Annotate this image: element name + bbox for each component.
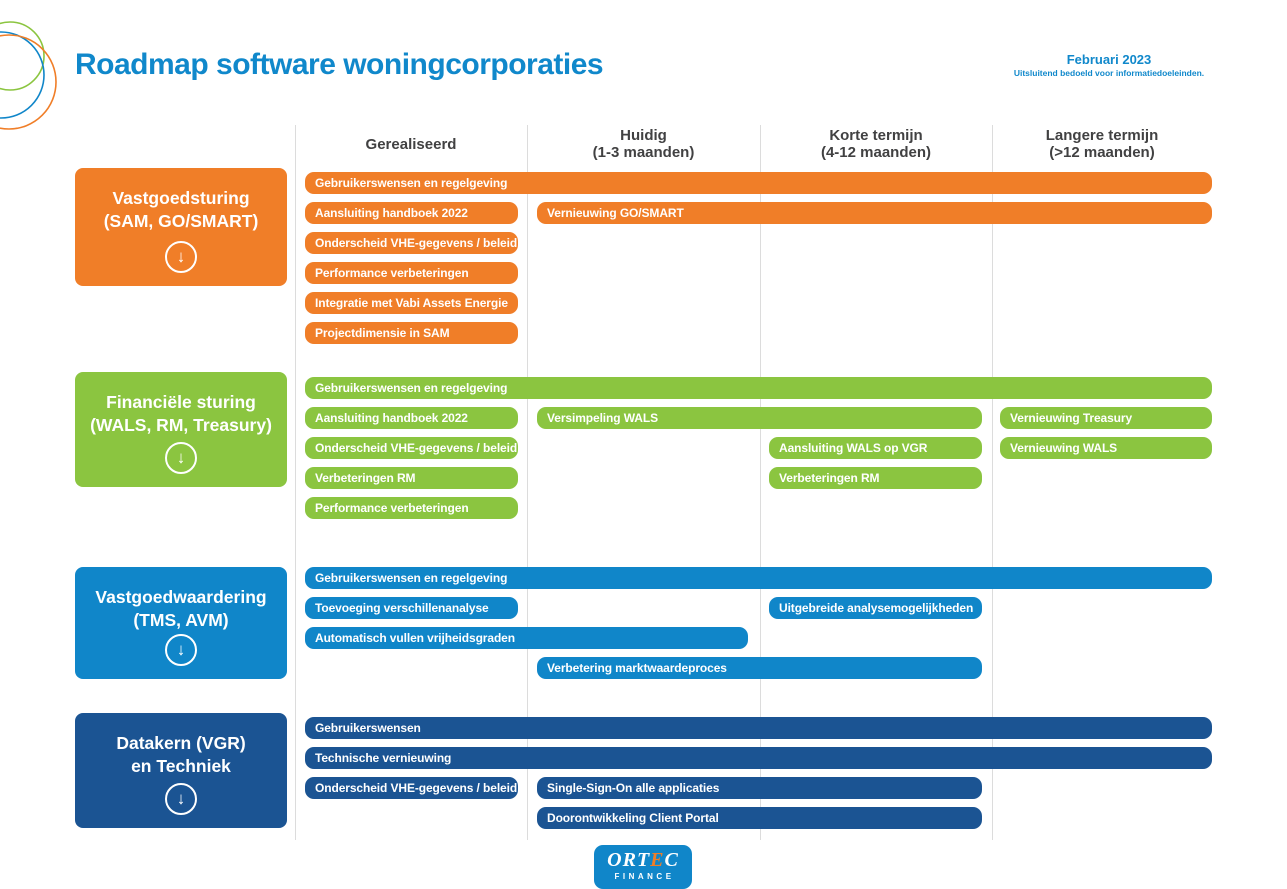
roadmap-bar: Onderscheid VHE-gegevens / beleid <box>305 437 518 459</box>
roadmap-bar: Versimpeling WALS <box>537 407 982 429</box>
category-label-line: en Techniek <box>131 756 231 776</box>
roadmap-bar: Uitgebreide analysemogelijkheden <box>769 597 982 619</box>
category-box-financiele-sturing: Financiële sturing (WALS, RM, Treasury) ↓ <box>75 372 287 487</box>
column-label: Korte termijn <box>829 127 923 144</box>
category-label-line: Datakern (VGR) <box>116 733 246 753</box>
roadmap-bar: Projectdimensie in SAM <box>305 322 518 344</box>
column-sublabel: (>12 maanden) <box>1049 144 1155 161</box>
date-block: Februari 2023 Uitsluitend bedoeld voor i… <box>1010 52 1208 78</box>
category-label-line: (SAM, GO/SMART) <box>103 211 259 231</box>
category-label: Datakern (VGR) en Techniek <box>75 732 287 778</box>
roadmap-bar: Gebruikerswensen en regelgeving <box>305 377 1212 399</box>
logo-subtitle: FINANCE <box>614 872 675 881</box>
logo-text-pre: ORT <box>607 849 651 871</box>
down-arrow-icon: ↓ <box>165 783 197 815</box>
roadmap-bar: Vernieuwing GO/SMART <box>537 202 1212 224</box>
roadmap-bar: Aansluiting handboek 2022 <box>305 202 518 224</box>
roadmap-bar: Aansluiting handboek 2022 <box>305 407 518 429</box>
column-sublabel: (1-3 maanden) <box>592 144 695 161</box>
down-arrow-icon: ↓ <box>165 442 197 474</box>
category-label-line: (TMS, AVM) <box>133 610 229 630</box>
page-title: Roadmap software woningcorporaties <box>75 48 604 81</box>
ortec-wordmark: ORTEC <box>594 849 692 872</box>
roadmap-bar: Doorontwikkeling Client Portal <box>537 807 982 829</box>
column-sublabel: (4-12 maanden) <box>820 144 932 161</box>
category-box-vastgoedwaardering: Vastgoedwaardering (TMS, AVM) ↓ <box>75 567 287 679</box>
roadmap-bar: Gebruikerswensen <box>305 717 1212 739</box>
roadmap-bar: Verbeteringen RM <box>305 467 518 489</box>
category-label-line: (WALS, RM, Treasury) <box>90 415 272 435</box>
date-label: Februari 2023 <box>1066 52 1152 67</box>
ortec-finance-logo: ORTEC FINANCE <box>594 845 692 889</box>
column-label: Huidig <box>620 127 667 144</box>
roadmap-bar: Vernieuwing Treasury <box>1000 407 1212 429</box>
column-label: Gerealiseerd <box>365 135 457 153</box>
roadmap-bar: Gebruikerswensen en regelgeving <box>305 567 1212 589</box>
roadmap-bar: Onderscheid VHE-gegevens / beleid <box>305 777 518 799</box>
ortec-arcs-logo <box>0 21 57 130</box>
disclaimer-text: Uitsluitend bedoeld voor informatiedoele… <box>1013 68 1205 78</box>
column-divider <box>295 125 296 840</box>
category-label-line: Financiële sturing <box>106 392 256 412</box>
logo-accent-letter: E <box>650 849 665 871</box>
down-arrow-icon: ↓ <box>165 241 197 273</box>
column-header-korte-termijn: Korte termijn(4-12 maanden) <box>766 124 986 164</box>
roadmap-bar: Single-Sign-On alle applicaties <box>537 777 982 799</box>
column-label: Langere termijn <box>1045 127 1159 144</box>
roadmap-bar: Performance verbeteringen <box>305 497 518 519</box>
category-label: Vastgoedwaardering (TMS, AVM) <box>75 586 287 632</box>
down-arrow-icon: ↓ <box>165 634 197 666</box>
roadmap-bar: Gebruikerswensen en regelgeving <box>305 172 1212 194</box>
category-box-datakern: Datakern (VGR) en Techniek ↓ <box>75 713 287 828</box>
column-divider <box>992 125 993 840</box>
column-header-langere-termijn: Langere termijn(>12 maanden) <box>992 124 1212 164</box>
category-label: Vastgoedsturing (SAM, GO/SMART) <box>75 187 287 233</box>
roadmap-bar: Vernieuwing WALS <box>1000 437 1212 459</box>
roadmap-bar: Performance verbeteringen <box>305 262 518 284</box>
roadmap-bar: Verbetering marktwaardeproces <box>537 657 982 679</box>
category-label: Financiële sturing (WALS, RM, Treasury) <box>75 391 287 437</box>
roadmap-bar: Verbeteringen RM <box>769 467 982 489</box>
roadmap-bar: Integratie met Vabi Assets Energie <box>305 292 518 314</box>
column-header-huidig: Huidig(1-3 maanden) <box>534 124 754 164</box>
roadmap-bar: Technische vernieuwing <box>305 747 1212 769</box>
category-label-line: Vastgoedwaardering <box>95 587 267 607</box>
column-divider <box>760 125 761 840</box>
category-box-vastgoedsturing: Vastgoedsturing (SAM, GO/SMART) ↓ <box>75 168 287 286</box>
roadmap-bar: Automatisch vullen vrijheidsgraden <box>305 627 748 649</box>
column-divider <box>527 125 528 840</box>
roadmap-bar: Aansluiting WALS op VGR <box>769 437 982 459</box>
logo-text-post: C <box>664 849 679 871</box>
category-label-line: Vastgoedsturing <box>112 188 250 208</box>
column-header-gerealiseerd: Gerealiseerd <box>301 124 521 164</box>
roadmap-bar: Toevoeging verschillenanalyse <box>305 597 518 619</box>
roadmap-bar: Onderscheid VHE-gegevens / beleid <box>305 232 518 254</box>
